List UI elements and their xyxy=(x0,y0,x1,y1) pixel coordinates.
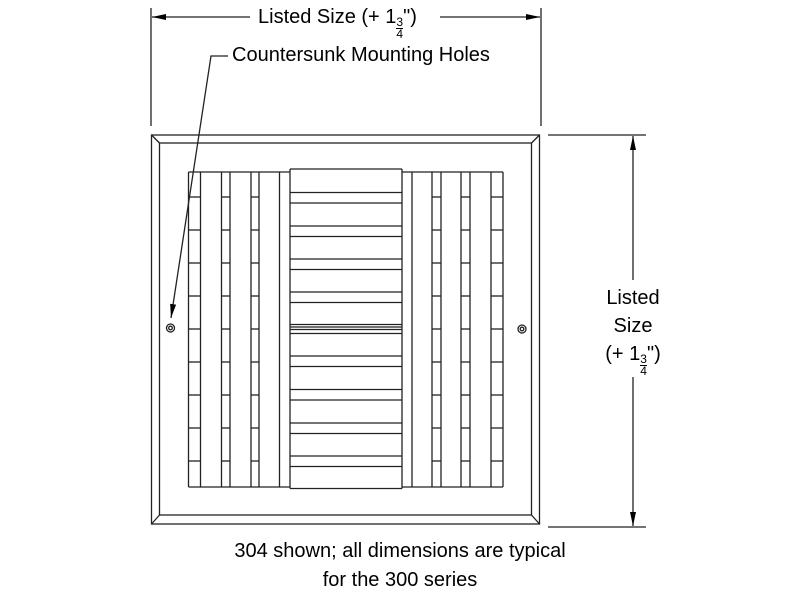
grille-core xyxy=(187,168,504,490)
height-label-line1: Listed xyxy=(606,287,660,309)
caption-line2: for the 300 series xyxy=(322,569,478,591)
frac-num: 3 xyxy=(640,352,647,366)
width-label-text: Listed Size (+ 1 xyxy=(258,6,397,28)
caption-line1: 304 shown; all dimensions are typical xyxy=(234,540,566,562)
mounting-hole-leader xyxy=(170,55,228,319)
mounting-hole-left xyxy=(165,323,176,333)
caption: 304 shown; all dimensions are typical fo… xyxy=(0,537,800,595)
frac-num: 3 xyxy=(396,15,404,29)
width-suffix: ") xyxy=(403,6,417,28)
height-suffix: ") xyxy=(646,343,661,365)
width-dimension xyxy=(150,8,542,126)
height-label-line2: Size xyxy=(613,315,653,337)
mounting-hole-right xyxy=(517,324,527,334)
callout-label: Countersunk Mounting Holes xyxy=(232,44,490,66)
height-prefix: (+ 1 xyxy=(605,343,641,365)
grille-frame xyxy=(150,134,541,525)
frac-den: 4 xyxy=(396,27,404,41)
height-dimension xyxy=(548,134,646,528)
frac-den: 4 xyxy=(640,364,647,378)
